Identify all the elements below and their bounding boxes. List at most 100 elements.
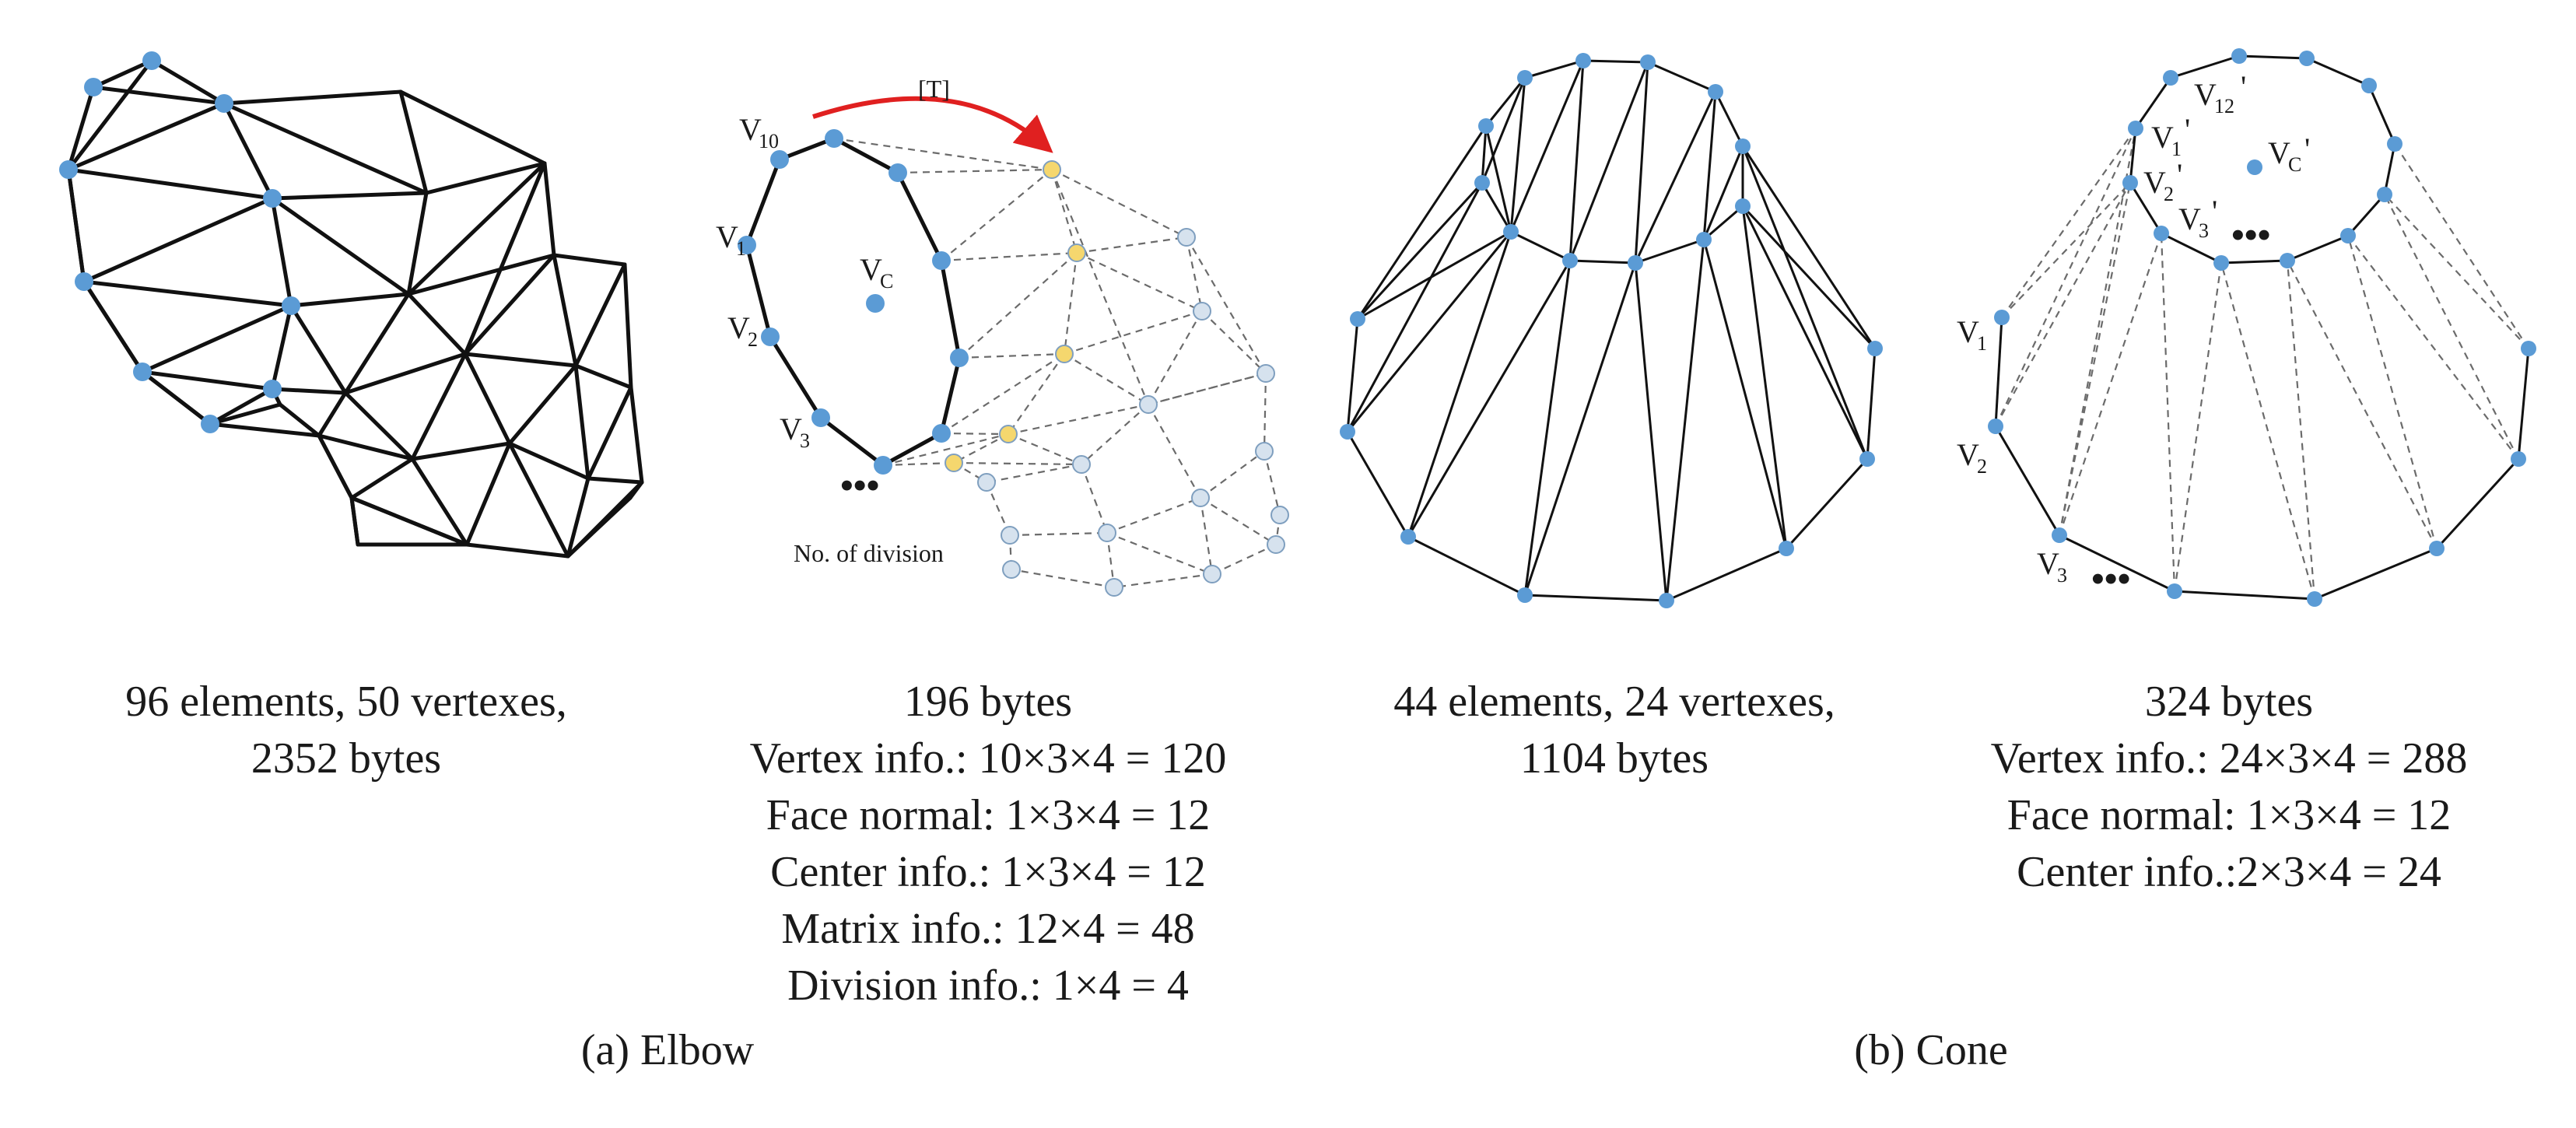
projected-edge [959,252,1078,359]
svg-text:12: 12 [2214,95,2234,117]
mesh-edge [1702,145,1744,240]
vertex-node [1708,84,1723,100]
svg-text:Vertex info.: 24×3×4 = 288: Vertex info.: 24×3×4 = 288 [1991,734,2468,783]
svg-text:V: V [716,219,738,254]
vertex-node [2213,255,2229,271]
vertex-node [2307,591,2322,607]
svg-text:C: C [2288,153,2301,176]
boundary-edge [2129,128,2137,184]
boundary-edge [2174,590,2315,601]
svg-text:1: 1 [736,237,746,260]
group-caption-cone: (b) Cone [1854,1026,2008,1074]
label-v10: V 10 [739,112,779,152]
label-v3p: V 3 ' [2178,194,2217,242]
boundary-edge [745,157,782,247]
vertex-node [2299,51,2315,66]
mesh-edge [622,262,633,390]
svg-text:96 elements, 50 vertexes,: 96 elements, 50 vertexes, [125,678,567,726]
generated-vertex-node [1256,364,1275,383]
svg-text:V: V [1957,437,1979,472]
mesh-edge [1346,182,1484,433]
mesh-edge [1356,181,1484,321]
projected-edge [1199,497,1214,575]
mesh-edge [222,101,429,195]
mesh-edge [270,387,348,395]
vertex-node [2429,541,2445,556]
mesh-edge [270,303,293,391]
mesh-edge [410,441,512,461]
mesh-edge [398,89,429,195]
generated-vertex-node [1072,455,1091,474]
projected-edge [1009,531,1108,537]
projected-edge [1051,169,1187,238]
projected-edge [941,251,1078,262]
svg-text:1104 bytes: 1104 bytes [1520,734,1709,783]
mesh-edge [270,191,429,201]
projected-edge [941,169,1053,261]
mesh-edge [507,363,578,446]
projected-edge [1076,236,1187,254]
projected-edge [1201,310,1267,374]
projected-edge [1200,497,1277,545]
boundary-edge [1994,317,2003,427]
caption-cone-mesh: 44 elements, 24 vertexes, 1104 bytes [1393,678,1835,783]
mesh-edge [140,370,275,391]
boundary-edge [2435,457,2520,550]
svg-text:1: 1 [1977,332,1987,355]
mesh-edge [1714,91,1744,147]
mesh-edge [1582,59,1649,64]
cone-bottom-ellipsis: ••• [2091,559,2130,600]
svg-text:V: V [2194,77,2217,112]
vertex-node [2167,583,2182,599]
projected-edge [1263,450,1281,516]
projected-edge [1200,450,1265,499]
vertex-node [950,349,969,367]
boundary-edge [2161,232,2222,264]
vertex-node [1478,118,1494,134]
caption-elbow-compact: 196 bytes Vertex info.: 10×3×4 = 120 Fac… [750,678,1227,1010]
transform-arrow [812,96,1053,153]
mesh-edge [1481,77,1526,184]
generated-vertex-node [1191,489,1210,507]
vertex-node [1994,310,2010,325]
projected-edge [1050,169,1150,405]
mesh-edge [1484,77,1526,127]
label-v1: V 1 [1957,314,1987,355]
mesh-edge [1647,61,1716,93]
svg-text:': ' [2212,194,2217,229]
label-v1: V 1 [716,219,746,260]
mesh-edge [1407,535,1526,597]
mesh-edge [1568,60,1585,261]
elbow-mesh-vertices [59,51,300,433]
mesh-edge [1635,238,1705,264]
vertex-node [2280,253,2295,268]
connection-edge [2286,260,2316,600]
label-vcp: V C ' [2268,131,2310,176]
division-label: No. of division [794,539,944,567]
vertex-node [282,296,300,315]
generated-vertex-node [1267,535,1285,554]
svg-text:': ' [2177,157,2182,192]
mesh-edge [507,441,570,559]
cone-compact-dashed-edges [1995,128,2529,600]
vertex-node [1640,54,1656,70]
mesh-edge [1702,91,1717,240]
vertex-node [1350,311,1365,327]
svg-text:V: V [2143,165,2166,200]
mesh-edge [349,496,360,547]
mesh-edge [629,385,644,485]
mesh-edge [1357,230,1512,321]
mesh-edge [208,422,321,438]
mesh-edge [566,476,591,559]
mesh-edge [1665,239,1705,601]
vertex-node [142,51,161,70]
svg-text:2: 2 [1977,455,1987,478]
mesh-edge [66,167,275,201]
mesh-edge [208,402,282,426]
mesh-edge [82,279,293,308]
vertex-node [2377,187,2392,202]
vertex-node [75,272,93,291]
mesh-edge [343,391,415,461]
vertex-node [932,251,951,270]
